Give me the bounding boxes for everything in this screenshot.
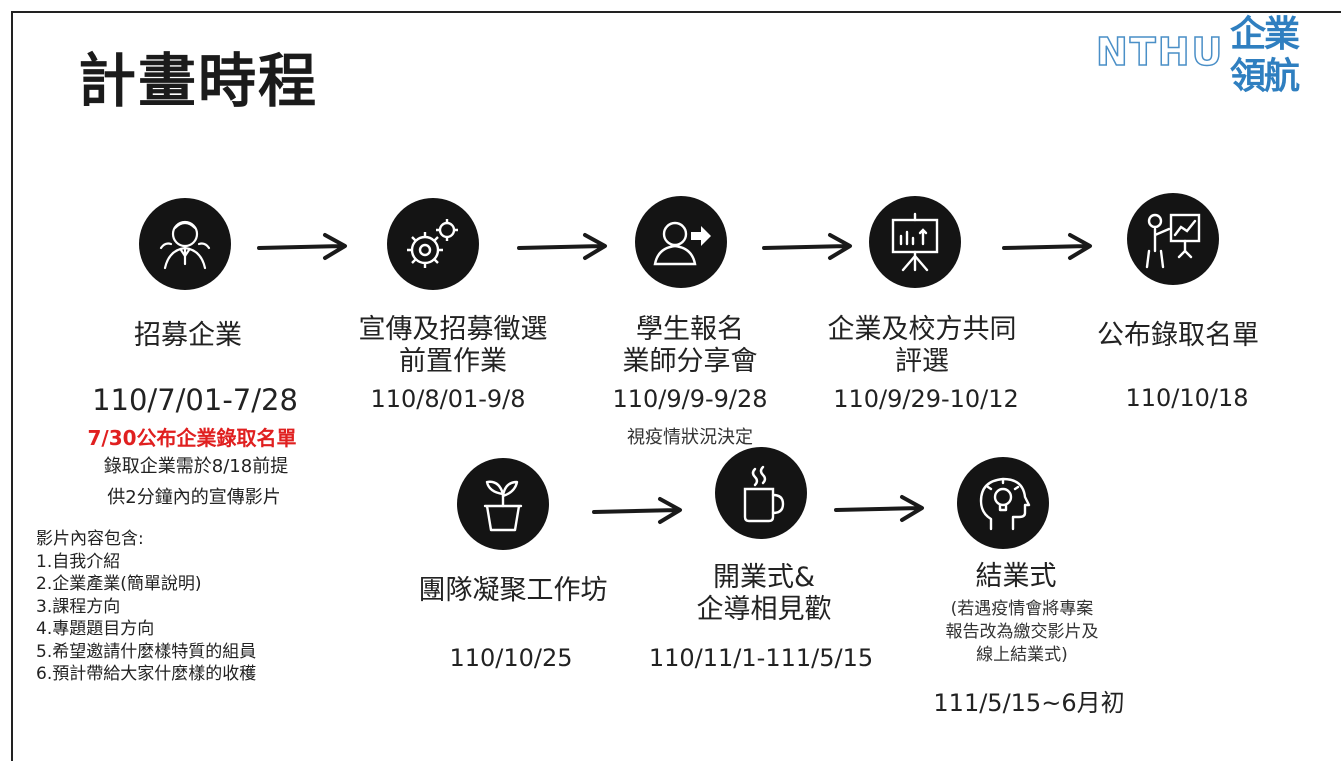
plant-pot-icon	[457, 458, 549, 550]
presenter-icon	[1127, 193, 1219, 285]
step-label-announce: 公布錄取名單	[1097, 320, 1259, 351]
step-date-closing: 111/5/15~6月初	[933, 689, 1125, 717]
gears-icon	[387, 198, 479, 290]
list-item: 5.希望邀請什麼樣特質的組員	[36, 641, 257, 662]
list-item: 4.專題題目方向	[36, 619, 155, 639]
arrow-icon	[1002, 233, 1092, 260]
page-title: 計畫時程	[78, 47, 319, 115]
step-label-register: 學生報名 業師分享會	[622, 314, 758, 377]
arrow-icon	[762, 233, 852, 260]
step-date-opening: 110/11/1-111/5/15	[648, 644, 874, 672]
nthu-logo: NTHU 企業 領航	[1095, 14, 1343, 106]
list-item: 2.企業產業(簡單說明)	[36, 574, 202, 594]
step-label-recruit: 招募企業	[134, 320, 242, 351]
head-lightbulb-icon	[957, 457, 1049, 549]
recruit-note-line2: 供2分鐘內的宣傳影片	[107, 487, 281, 508]
step-label-promote: 宣傳及招募徵選 前置作業	[358, 314, 548, 377]
user-arrow-icon	[635, 196, 727, 288]
presentation-board-icon	[869, 196, 961, 288]
step-date-workshop: 110/10/25	[449, 644, 573, 672]
executive-icon	[139, 198, 231, 290]
step-date-register: 110/9/9-9/28	[612, 385, 768, 413]
step-date-review: 110/9/29-10/12	[833, 385, 1019, 413]
list-item: 1.自我介紹	[36, 551, 121, 572]
list-heading: 影片內容包含:	[36, 529, 144, 549]
arrow-icon	[834, 495, 924, 522]
step-date-promote: 110/8/01-9/8	[370, 385, 526, 413]
step-note-closing: (若遇疫情會將專案 報告改為繳交影片及 線上結業式)	[945, 599, 1099, 665]
recruit-note-line1: 錄取企業需於8/18前提	[103, 456, 289, 477]
arrow-icon	[257, 233, 347, 260]
recruit-highlight: 7/30公布企業錄取名單	[87, 426, 297, 450]
step-label-opening: 開業式& 企導相見歡	[696, 562, 832, 625]
step-date-recruit: 110/7/01-7/28	[92, 383, 298, 417]
video-content-list: 影片內容包含: 1.自我介紹 2.企業產業(簡單說明) 3.課程方向 4.專題題…	[36, 528, 256, 686]
logo-chars: 企業 領航	[1230, 14, 1300, 97]
step-note-register: 視疫情狀況決定	[627, 427, 753, 448]
arrow-icon	[592, 497, 682, 524]
arrow-icon	[517, 233, 607, 260]
step-label-workshop: 團隊凝聚工作坊	[418, 575, 608, 606]
step-date-announce: 110/10/18	[1125, 384, 1249, 412]
coffee-mug-icon	[715, 447, 807, 539]
slide-frame	[11, 11, 1341, 761]
list-item: 6.預計帶給大家什麼樣的收穫	[36, 664, 257, 684]
step-label-closing: 結業式	[975, 561, 1057, 592]
logo-text: NTHU	[1095, 29, 1225, 75]
step-label-review: 企業及校方共同 評選	[827, 314, 1017, 377]
list-item: 3.課程方向	[36, 596, 121, 617]
